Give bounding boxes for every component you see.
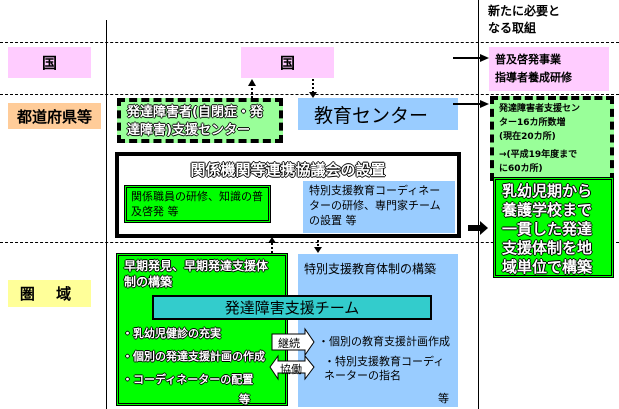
early-item-coordinator: ・コーディネーターの配置 [122, 373, 254, 386]
cooperate-arrow-label: 協働 [280, 363, 302, 376]
education-center-label: 教育センター [314, 104, 429, 127]
prefecture-arrow-head [480, 100, 489, 108]
support-center-box: 発達障害者(自閉症・発達障害)支援センター [117, 98, 283, 143]
special-education-title: 特別支援教育体制の構築 [304, 262, 437, 276]
new-item-awareness: 普及啓発事業 [495, 53, 561, 66]
council-left-box: 関係職員の研修、知識の普及啓発 等 [124, 185, 271, 223]
row-divider-3 [0, 242, 619, 243]
early-etc: 等 [239, 393, 250, 406]
early-item-checkup: ・乳幼児健診の充実 [122, 327, 221, 340]
new-item-line: 発達障害者支援セン [499, 104, 581, 114]
goal-arrow-body [468, 225, 480, 231]
special-education-box: 特別支援教育体制の構築 ・個別の教育支援計画作成 ・特別支援教育コーディネーター… [298, 254, 458, 407]
new-item-line: →(平成19年度まで [499, 150, 578, 160]
new-item-line: (現在20カ所) [499, 132, 556, 142]
early-support-box: 早期発見、早期発達支援体制の構築 ・乳幼児健診の充実 ・個別の発達支援計画の作成… [116, 253, 288, 406]
row-label-national: 国 [8, 47, 91, 78]
special-item-plan: ・個別の教育支援計画作成 [318, 335, 450, 348]
goal-box: 乳幼児期から養護学校まで一貫した発達支援体制を地域単位で構築 [493, 177, 614, 278]
prefecture-new-item: 発達障害者支援セン ター16カ所数増 (現在20カ所) →(平成19年度まで に… [490, 96, 614, 181]
down-arrow-head-2 [314, 247, 322, 253]
education-center-box: 教育センター [298, 98, 458, 130]
row-label-region: 圏 域 [8, 280, 91, 307]
up-arrow-head-2 [268, 237, 276, 243]
national-new-items: 普及啓発事業 指導者養成研修 [489, 47, 609, 91]
up-arrow-head-1 [248, 79, 256, 86]
new-item-line: ター16カ所数増 [499, 118, 566, 128]
row-divider-2 [0, 94, 619, 95]
council-box: 関係機関等連携協議会の設置 関係職員の研修、知識の普及啓発 等 特別支援教育コー… [115, 152, 461, 238]
new-item-training: 指導者養成研修 [495, 71, 572, 84]
new-item-line: に60カ所) [499, 164, 543, 174]
row-label-prefecture: 都道府県等 [8, 103, 101, 129]
down-arrow-head-1 [309, 92, 317, 98]
continue-arrow-label: 継続 [278, 337, 300, 350]
right-divider [478, 0, 479, 409]
support-team-bar: 発達障害支援チーム [152, 295, 432, 320]
national-arrow-head [480, 54, 489, 62]
left-divider [106, 20, 107, 409]
early-item-plan: ・個別の発達支援計画の作成 [122, 350, 265, 363]
goal-arrow-head [480, 221, 488, 235]
national-box: 国 [241, 47, 334, 78]
row-divider-1 [0, 42, 619, 43]
council-title: 関係機関等連携協議会の設置 [190, 161, 386, 179]
early-support-title: 早期発見、早期発達支援体制の構築 [124, 259, 269, 289]
new-measures-title: 新たに必要と なる取組 [488, 4, 561, 35]
cooperate-arrow-shape [269, 354, 315, 381]
special-etc: 等 [438, 392, 449, 405]
special-item-coordinator: ・特別支援教育コーディネーターの指名 [324, 355, 445, 382]
continue-arrow-shape [271, 327, 315, 357]
council-right-box: 特別支援教育コーディネーターの研修、専門家チームの設置 等 [303, 181, 455, 233]
